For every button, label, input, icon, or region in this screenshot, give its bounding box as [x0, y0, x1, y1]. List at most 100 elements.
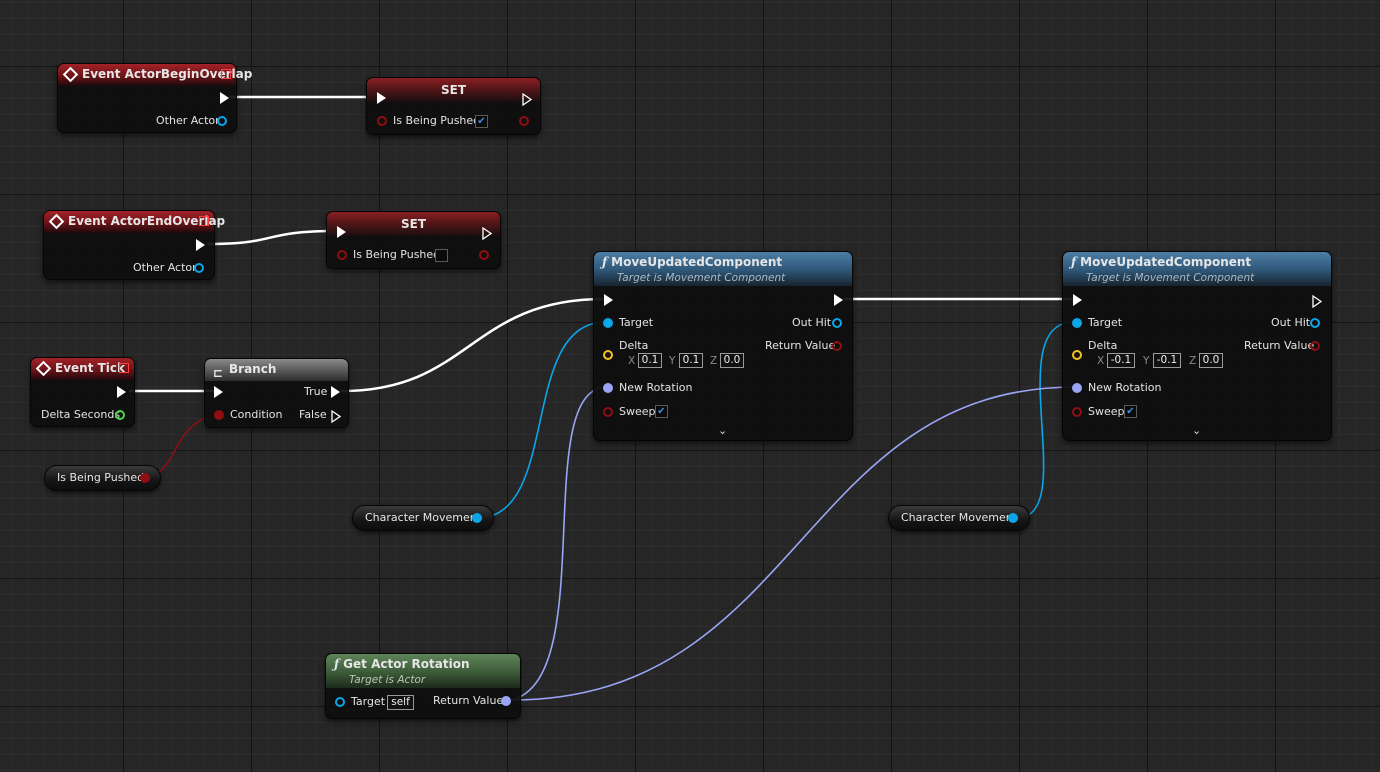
rotator-output-pin[interactable] [501, 696, 511, 706]
node-title: SET [400, 217, 427, 231]
branch-node[interactable]: ⊏ Branch True Condition False [204, 358, 349, 428]
pin-label: New Rotation [1088, 381, 1162, 394]
object-input-pin[interactable] [1072, 318, 1082, 328]
bool-input-pin[interactable] [603, 407, 613, 417]
exec-output-pin[interactable] [117, 386, 126, 398]
vector-input-pin[interactable] [603, 350, 613, 360]
node-header: Event Tick [31, 358, 134, 380]
event-actor-begin-overlap-node[interactable]: Event ActorBeginOverlap Other Actor [57, 63, 252, 133]
exec-output-pin[interactable] [482, 225, 493, 241]
node-title: Event ActorBeginOverlap [82, 67, 253, 81]
vector-input-pin[interactable] [1072, 350, 1082, 360]
pin-label: New Rotation [619, 381, 693, 394]
pin-label: Is Being Pushed [393, 114, 481, 127]
variable-label: Character Movement [901, 511, 1018, 524]
exec-false-pin[interactable] [331, 408, 342, 424]
exec-true-pin[interactable] [331, 386, 340, 398]
delta-x-field[interactable]: 0.1 [638, 353, 662, 368]
set-is-being-pushed-node-1[interactable]: SET Is Being Pushed ✔ [366, 77, 541, 135]
delta-y-field[interactable]: -0.1 [1153, 353, 1181, 368]
pin-label: Other Actor [133, 261, 197, 274]
object-output-pin[interactable] [217, 116, 227, 126]
event-delegate-icon [119, 363, 129, 373]
exec-input-pin[interactable] [337, 226, 346, 238]
set-is-being-pushed-node-2[interactable]: SET Is Being Pushed [326, 211, 501, 269]
delta-z-field[interactable]: 0.0 [720, 353, 744, 368]
object-output-pin[interactable] [1008, 513, 1018, 523]
delta-x-field[interactable]: -0.1 [1107, 353, 1135, 368]
pin-label: Return Value [765, 339, 836, 352]
bool-input-pin[interactable] [337, 250, 347, 260]
node-title: Get Actor Rotation [343, 657, 470, 671]
pin-label: Target [351, 695, 386, 708]
event-delegate-icon [199, 216, 209, 226]
bool-input-pin[interactable] [1072, 407, 1082, 417]
struct-output-pin[interactable] [832, 318, 842, 328]
event-diamond-icon [62, 66, 79, 83]
bool-output-pin[interactable] [832, 341, 842, 351]
bool-input-pin[interactable] [214, 410, 224, 420]
pin-label: Sweep [619, 405, 656, 418]
exec-output-pin[interactable] [522, 91, 533, 107]
float-output-pin[interactable] [115, 410, 125, 420]
rotator-input-pin[interactable] [603, 383, 613, 393]
exec-input-pin[interactable] [377, 92, 386, 104]
bool-input-pin[interactable] [377, 116, 387, 126]
pin-label: Is Being Pushed [353, 248, 441, 261]
node-title: SET [440, 83, 467, 97]
x-axis-label: X [628, 355, 636, 367]
pin-label: False [299, 408, 327, 421]
event-tick-node[interactable]: Event Tick Delta Seconds [30, 357, 135, 427]
event-diamond-icon [35, 360, 52, 377]
node-header: SET [367, 78, 540, 102]
chevron-down-icon[interactable]: ⌄ [1192, 424, 1202, 437]
function-icon: ƒ [334, 657, 340, 671]
pin-label: True [304, 385, 328, 398]
struct-output-pin[interactable] [1310, 318, 1320, 328]
checkmark-icon: ✔ [477, 116, 486, 127]
exec-input-pin[interactable] [214, 386, 223, 398]
is-being-pushed-getter[interactable]: Is Being Pushed [44, 465, 161, 491]
object-input-pin[interactable] [603, 318, 613, 328]
object-output-pin[interactable] [472, 513, 482, 523]
pin-label: Out Hit [792, 316, 832, 329]
character-movement-getter-2[interactable]: Character Movement [888, 505, 1030, 531]
bool-output-pin[interactable] [140, 473, 150, 483]
exec-output-pin[interactable] [220, 92, 229, 104]
exec-output-pin[interactable] [834, 294, 843, 306]
bool-output-pin[interactable] [479, 250, 489, 260]
pin-label: Target [1088, 316, 1123, 329]
delta-z-field[interactable]: 0.0 [1199, 353, 1223, 368]
event-actor-end-overlap-node[interactable]: Event ActorEndOverlap Other Actor [43, 210, 225, 280]
chevron-down-icon[interactable]: ⌄ [718, 424, 728, 437]
object-wire-charmove1-target [481, 321, 607, 519]
exec-output-pin[interactable] [1312, 293, 1323, 309]
event-delegate-icon [221, 69, 231, 79]
character-movement-getter-1[interactable]: Character Movement [352, 505, 494, 531]
node-title: MoveUpdatedComponent [611, 255, 783, 269]
is-being-pushed-checkbox[interactable]: ✔ [475, 115, 488, 128]
delta-y-field[interactable]: 0.1 [679, 353, 703, 368]
z-axis-label: Z [710, 355, 718, 367]
sweep-checkbox[interactable]: ✔ [1124, 405, 1137, 418]
sweep-checkbox[interactable]: ✔ [655, 405, 668, 418]
is-being-pushed-checkbox[interactable] [435, 249, 448, 262]
bool-output-pin[interactable] [1310, 341, 1320, 351]
pin-label: Out Hit [1271, 316, 1311, 329]
object-input-pin[interactable] [335, 697, 345, 707]
exec-input-pin[interactable] [604, 294, 613, 306]
y-axis-label: Y [669, 355, 676, 367]
bool-output-pin[interactable] [519, 116, 529, 126]
variable-label: Character Movement [365, 511, 482, 524]
rotator-input-pin[interactable] [1072, 383, 1082, 393]
exec-input-pin[interactable] [1073, 294, 1082, 306]
target-self-field[interactable]: self [387, 695, 414, 710]
exec-output-pin[interactable] [196, 239, 205, 251]
checkmark-icon: ✔ [657, 406, 666, 417]
object-output-pin[interactable] [194, 263, 204, 273]
